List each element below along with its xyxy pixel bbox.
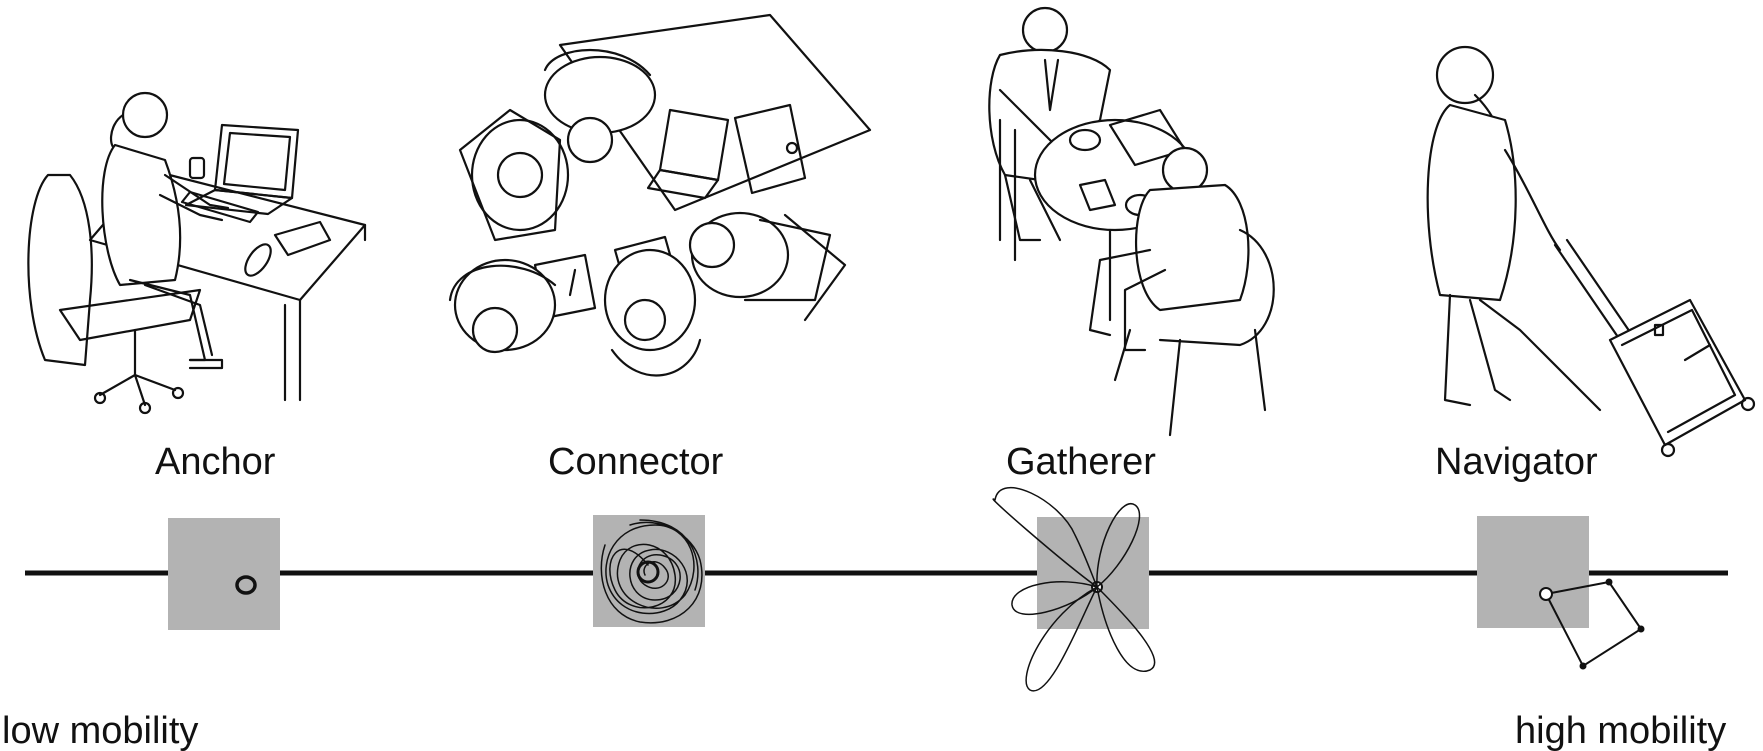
navigator-pattern-icon (1539, 578, 1645, 670)
high-mobility-label: high mobility (1515, 710, 1727, 751)
navigator-pattern-box (1477, 516, 1589, 628)
anchor-pattern-box (168, 518, 280, 630)
low-mobility-label: low mobility (2, 710, 199, 751)
persona-label-connector: Connector (548, 441, 724, 483)
anchor-pattern-icon (235, 575, 257, 595)
woman-at-laptop-desk-illustration (27, 91, 367, 415)
woman-with-rolling-suitcase-illustration (1426, 45, 1756, 458)
gatherer-pattern-box (1037, 517, 1149, 629)
persona-label-anchor: Anchor (155, 441, 276, 483)
connector-pattern-icon (600, 519, 703, 624)
persona-label-gatherer: Gatherer (1006, 441, 1156, 483)
gatherer-pattern-icon (992, 487, 1156, 692)
group-meeting-top-view-illustration (448, 13, 872, 377)
persona-label-navigator: Navigator (1435, 441, 1598, 483)
people-at-round-cafe-table-illustration (988, 6, 1275, 437)
